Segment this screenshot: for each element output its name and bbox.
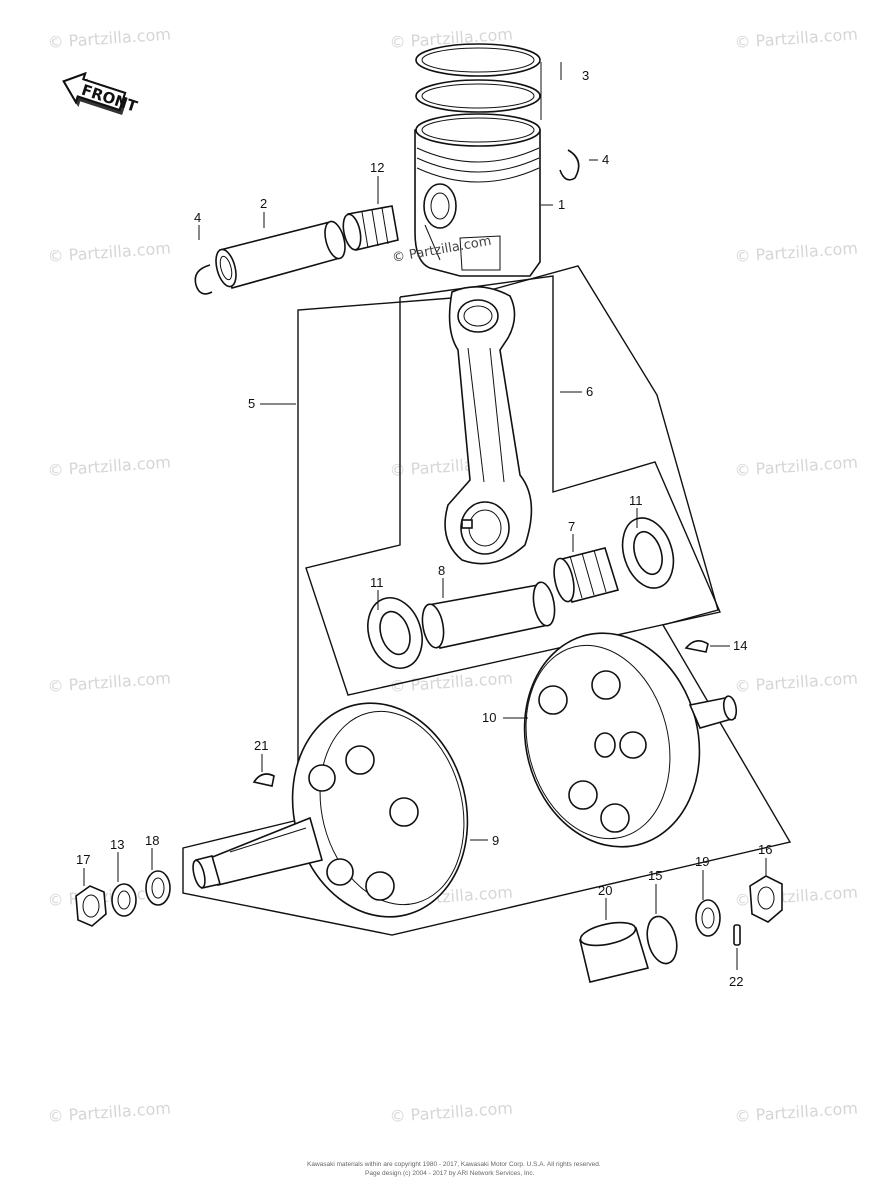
piston [414,113,541,277]
left-crank-half [192,702,469,918]
crankshaft-assembly-outline [182,265,792,936]
small-end-needle-bearing [342,205,399,251]
callout-labels: 1 2 3 4 4 12 5 6 7 11 11 8 14 10 21 9 17… [76,68,772,989]
callout-1: 1 [558,197,565,212]
callout-7: 7 [568,519,575,534]
callout-4: 4 [602,152,609,167]
piston-pin-clip [559,149,580,181]
big-end-needle-bearing [553,547,620,603]
piston-rings [415,43,541,113]
crankshaft-collar [579,921,650,983]
footer-copyright: Kawasaki materials within are copyright … [307,1161,601,1168]
crank-thrust-washer [367,597,423,669]
callout-2: 2 [260,196,267,211]
callout-15: 15 [648,868,662,883]
tab-lock-washer [695,899,721,937]
right-crank-half [523,632,738,848]
front-direction-arrow: FRONT [62,71,140,116]
callout-22: 22 [729,974,743,989]
callout-6: 6 [586,384,593,399]
callout-12: 12 [370,160,384,175]
crank-pin [421,581,556,649]
callout-17: 17 [76,852,90,867]
watermark: © Partzilla.com [734,452,858,480]
watermark: © Partzilla.com [734,238,858,266]
callout-18: 18 [145,833,159,848]
watermark: © Partzilla.com [47,1098,171,1126]
crankshaft-nut [75,885,107,927]
callout-9: 9 [492,833,499,848]
callout-20: 20 [598,883,612,898]
watermark: © Partzilla.com [47,238,171,266]
watermark: © Partzilla.com [734,1098,858,1126]
woodruff-key [252,773,275,787]
crank-thrust-washer [621,517,675,589]
dowel-pin [733,924,741,946]
callout-3: 3 [582,68,589,83]
watermark: © Partzilla.com [734,24,858,52]
crankshaft-nut [749,875,783,923]
watermark: © Partzilla.com [47,452,171,480]
callout-4: 4 [194,210,201,225]
callout-21: 21 [254,738,268,753]
woodruff-key [684,640,709,653]
connecting-rod [444,286,533,565]
callout-8: 8 [438,563,445,578]
callout-10: 10 [482,710,496,725]
lock-washer [111,883,137,917]
watermark: © Partzilla.com [47,24,171,52]
flat-washer [145,870,171,906]
callout-5: 5 [248,396,255,411]
callout-19: 19 [695,854,709,869]
callout-11: 11 [370,575,384,590]
oil-seal-ring [646,915,678,965]
watermark: © Partzilla.com [734,668,858,696]
watermark: © Partzilla.com [389,1098,513,1126]
callout-13: 13 [110,837,124,852]
piston-pin-clip [194,264,213,295]
watermark: © Partzilla.com [47,668,171,696]
callout-16: 16 [758,842,772,857]
callout-11: 11 [629,493,643,508]
footer-design-credit: Page design (c) 2004 - 2017 by ARI Netwo… [365,1170,535,1177]
leader-lines [83,62,767,970]
piston-pin [215,220,346,289]
callout-14: 14 [733,638,747,653]
